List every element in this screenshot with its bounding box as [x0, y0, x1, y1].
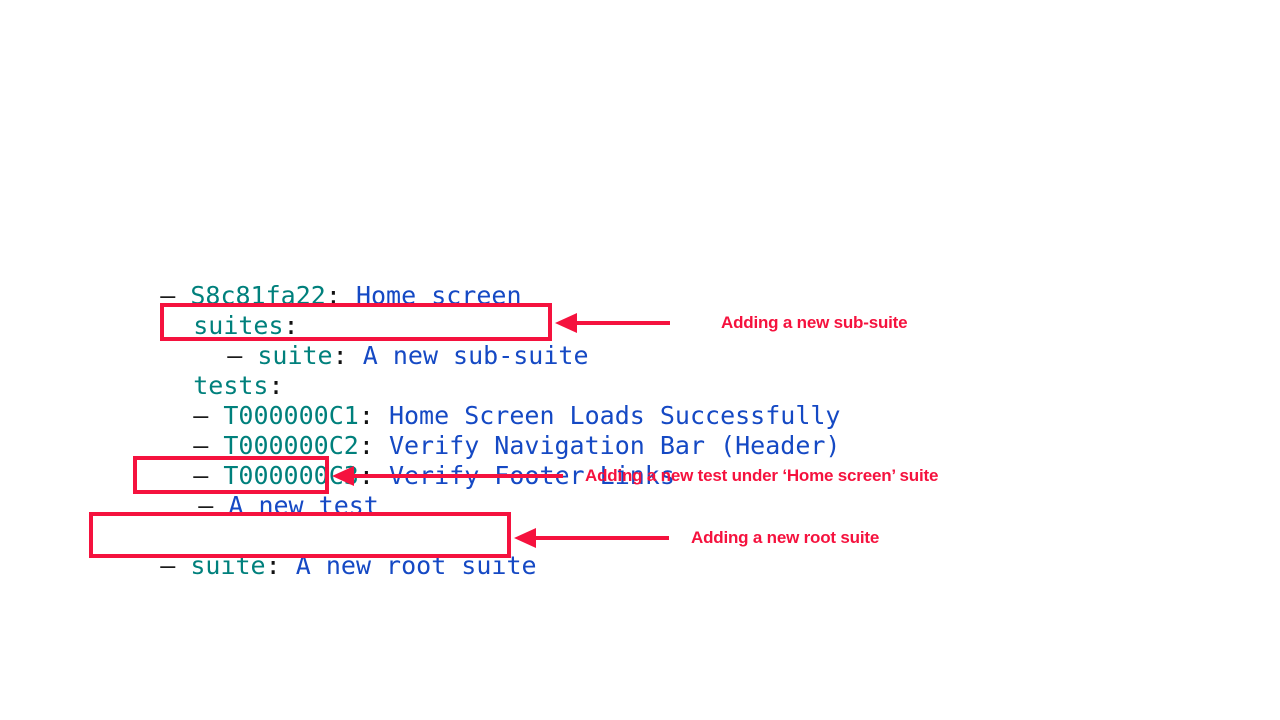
tree-line-suites-label[interactable]: suites:: [133, 281, 299, 371]
bullet-dash: –: [160, 281, 176, 310]
annotation-adding-new-test: Adding a new test under ‘Home screen’ su…: [585, 466, 939, 485]
tree-line-test-c2[interactable]: – T000000C2: Verify Navigation Bar (Head…: [133, 401, 840, 491]
tree-colon: :: [265, 551, 281, 580]
bullet-dash: –: [160, 551, 176, 580]
tree-line-tests-label[interactable]: tests:: [133, 341, 284, 431]
tree-line-new-root-suite[interactable]: – suite: A new root suite: [100, 521, 537, 611]
tree-key: T000000C2: [223, 431, 359, 460]
tree-key: tests: [193, 371, 269, 400]
annotation-adding-new-root-suite: Adding a new root suite: [691, 528, 880, 547]
spacer: [341, 281, 356, 310]
bullet-dash: –: [227, 341, 243, 370]
spacer: [213, 491, 228, 520]
tree-colon: :: [283, 311, 299, 340]
tree-colon: :: [325, 281, 341, 310]
spacer: [175, 551, 190, 580]
spacer: [348, 341, 363, 370]
tree-colon: :: [268, 371, 284, 400]
bullet-dash: –: [193, 461, 209, 490]
tree-key: suites: [193, 311, 284, 340]
bullet-dash: –: [193, 431, 209, 460]
bullet-dash: –: [198, 491, 214, 520]
bullet-dash: –: [193, 401, 209, 430]
annotation-adding-new-sub-suite: Adding a new sub-suite: [721, 313, 908, 332]
tree-key: T000000C1: [223, 401, 359, 430]
tree-value: A new test: [228, 491, 379, 520]
tree-colon: :: [332, 341, 348, 370]
tree-value: A new sub-suite: [362, 341, 589, 370]
arrow-to-new-test-box: [329, 459, 569, 493]
tree-colon: :: [358, 431, 374, 460]
tree-value: Home Screen Loads Successfully: [388, 401, 841, 430]
tree-value: Verify Navigation Bar (Header): [388, 431, 841, 460]
tree-key: suite: [257, 341, 333, 370]
tree-line-test-c1[interactable]: – T000000C1: Home Screen Loads Successfu…: [133, 371, 840, 461]
tree-value: A new root suite: [295, 551, 537, 580]
tree-value: Home screen: [355, 281, 522, 310]
arrow-to-sub-suite-box: [552, 306, 677, 340]
tree-line-new-sub-suite[interactable]: – suite: A new sub-suite: [167, 311, 589, 401]
tree-colon: :: [358, 401, 374, 430]
arrow-to-root-suite-box: [511, 521, 675, 555]
tree-key: suite: [190, 551, 266, 580]
spacer: [281, 551, 296, 580]
